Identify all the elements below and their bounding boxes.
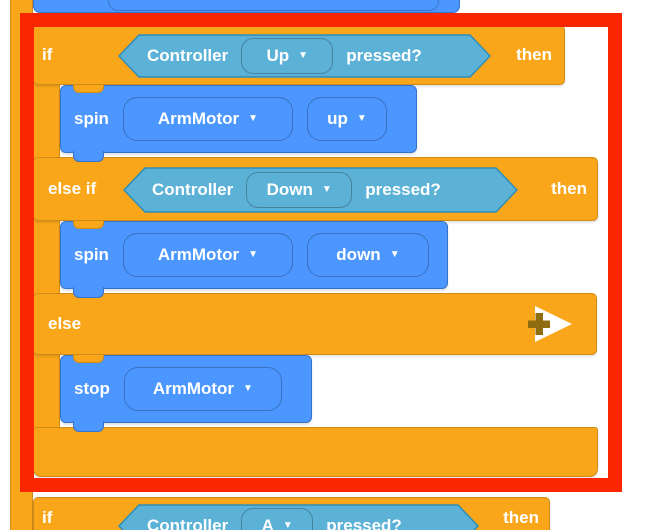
partial-block-dropdown[interactable] — [108, 0, 439, 11]
dropdown-caret-icon: ▼ — [282, 520, 293, 530]
next-if-header-row[interactable]: if Controller A ▼ pressed? then — [33, 497, 550, 530]
motor-dropdown[interactable]: ArmMotor ▼ — [123, 367, 282, 411]
hexagon-shape — [118, 504, 479, 530]
dropdown-caret-icon: ▼ — [248, 249, 259, 260]
hexagon-shape — [123, 167, 518, 213]
then-label: then — [516, 45, 552, 64]
button-dropdown-up[interactable]: Up ▼ — [241, 38, 334, 74]
spin-label: spin — [74, 109, 109, 128]
notch-recess — [73, 221, 104, 229]
motor-dropdown[interactable]: ArmMotor ▼ — [122, 233, 293, 277]
else-label: else — [48, 314, 82, 333]
stop-block[interactable]: stop ArmMotor ▼ — [60, 355, 312, 432]
condition-device-label: Controller — [152, 180, 234, 199]
motor-dropdown[interactable]: ArmMotor ▼ — [122, 97, 293, 141]
condition-question-label: pressed? — [346, 46, 422, 65]
expand-block-icon[interactable] — [528, 304, 574, 344]
notch-recess — [73, 355, 104, 363]
dropdown-caret-icon: ▼ — [298, 50, 309, 61]
dropdown-caret-icon: ▼ — [243, 383, 253, 394]
notch-recess — [73, 85, 104, 93]
dropdown-caret-icon: ▼ — [321, 184, 332, 195]
notch-tab — [73, 421, 104, 432]
if-block-end-bar[interactable] — [33, 427, 598, 477]
elseif-label: else if — [48, 179, 97, 198]
then-label: then — [551, 179, 587, 198]
direction-dropdown-down[interactable]: down ▼ — [306, 233, 429, 277]
if-label: if — [42, 45, 53, 64]
enclosing-block-arm[interactable] — [10, 0, 33, 530]
button-dropdown-down[interactable]: Down ▼ — [246, 172, 353, 208]
stop-label: stop — [74, 379, 110, 398]
button-dropdown-a[interactable]: A ▼ — [241, 508, 314, 530]
partial-block-top[interactable] — [33, 0, 460, 13]
condition-controller-up[interactable]: Controller Up ▼ pressed? — [118, 34, 491, 78]
condition-device-label: Controller — [147, 516, 229, 530]
condition-controller-down[interactable]: Controller Down ▼ pressed? — [123, 167, 518, 213]
then-label: then — [503, 508, 539, 527]
else-row[interactable]: else — [33, 293, 597, 355]
condition-question-label: pressed? — [326, 516, 402, 530]
spin-up-block[interactable]: spin ArmMotor ▼ up ▼ — [60, 85, 417, 162]
elseif-row[interactable]: else if Controller Down ▼ pressed? then — [33, 157, 598, 221]
notch-tab — [73, 151, 104, 162]
spin-label: spin — [74, 245, 109, 264]
if-label: if — [42, 508, 53, 527]
if-header-row[interactable]: if Controller Up ▼ pressed? then — [33, 25, 565, 85]
direction-dropdown-up[interactable]: up ▼ — [306, 97, 387, 141]
notch-tab — [73, 287, 104, 298]
condition-device-label: Controller — [147, 46, 229, 65]
spin-down-block[interactable]: spin ArmMotor ▼ down ▼ — [60, 221, 448, 298]
dropdown-caret-icon: ▼ — [248, 113, 259, 124]
condition-question-label: pressed? — [365, 180, 441, 199]
dropdown-caret-icon: ▼ — [389, 249, 400, 260]
hexagon-shape — [118, 34, 491, 78]
condition-controller-a[interactable]: Controller A ▼ pressed? — [118, 504, 479, 530]
dropdown-caret-icon: ▼ — [356, 113, 367, 124]
if-block-arm[interactable] — [33, 54, 60, 454]
